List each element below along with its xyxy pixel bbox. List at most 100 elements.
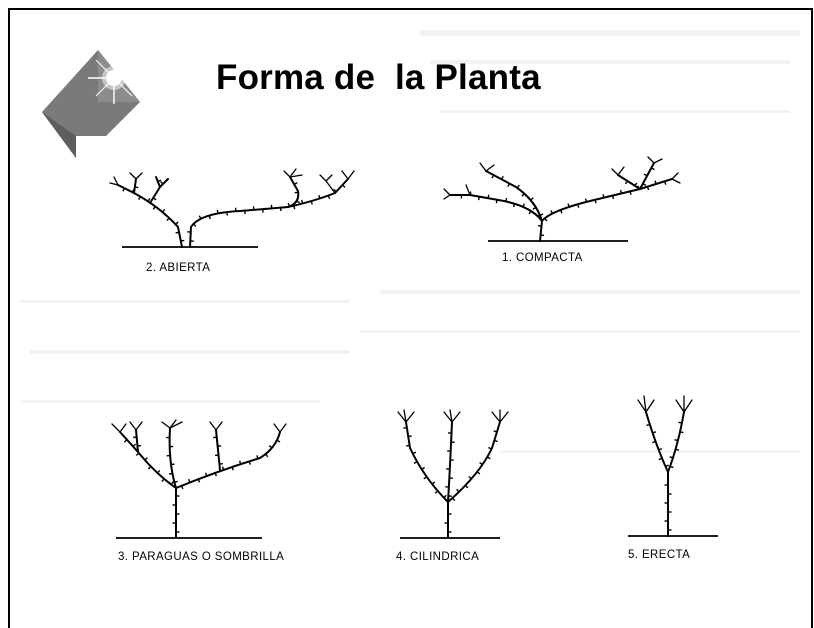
thorn-mark (152, 197, 157, 201)
thorn-mark (500, 175, 504, 180)
thorn-mark (296, 200, 300, 204)
plant-diagram-cilindrica (397, 409, 509, 539)
thorn-mark (268, 445, 273, 449)
thorn-mark (152, 206, 156, 210)
thorn-mark (443, 494, 447, 499)
thorn-mark (624, 180, 628, 185)
thorn-mark (147, 466, 152, 470)
thorn-mark (208, 215, 211, 220)
thorn-mark (505, 197, 508, 202)
thorn-mark (512, 203, 516, 208)
thorn-mark (434, 490, 439, 494)
thorn-mark (539, 213, 544, 216)
plant-diagram-paraguas-o-sombrilla (111, 419, 287, 539)
thorn-mark (651, 167, 655, 171)
thorn-mark (197, 478, 201, 483)
thorn-mark (619, 189, 623, 194)
thorn-mark (476, 471, 481, 475)
thorn-mark (170, 481, 174, 485)
thorn-mark (301, 199, 304, 204)
thorn-mark (577, 204, 580, 208)
plant-diagram-compacta (443, 156, 681, 242)
thorn-mark (406, 444, 410, 447)
thorn-mark (488, 446, 492, 450)
thorn-mark (634, 182, 638, 187)
thorn-mark (147, 198, 151, 202)
thorn-mark (421, 466, 426, 470)
thorn-mark (652, 440, 656, 444)
thorn-mark (216, 209, 219, 214)
thorn-mark (256, 455, 259, 459)
thorn-mark (333, 188, 337, 193)
thorn-mark (408, 435, 412, 438)
thorn-mark (180, 485, 184, 490)
thorn-mark (204, 472, 208, 477)
thorn-mark (654, 180, 657, 185)
thorn-mark (293, 205, 296, 210)
thorn-mark (602, 194, 605, 198)
thorn-mark (658, 457, 663, 461)
thorn-mark (477, 196, 480, 201)
thorn-mark (180, 239, 185, 242)
thorn-mark (174, 480, 178, 483)
thorn-mark (187, 478, 191, 483)
thorn-mark (516, 184, 520, 189)
thorn-mark (479, 462, 483, 466)
thorn-mark (594, 199, 597, 204)
thorn-mark (214, 472, 218, 477)
thorn-mark (530, 197, 534, 201)
thorn-mark (544, 217, 548, 222)
page-title: Forma de la Planta (216, 58, 541, 97)
thorn-mark (486, 456, 491, 460)
thorn-mark (646, 423, 651, 427)
thorn-mark (431, 481, 436, 485)
thorn-mark (664, 181, 667, 185)
thorn-mark (423, 476, 428, 480)
thorn-mark (646, 186, 650, 191)
thorn-mark (495, 199, 498, 204)
diamond-star-logo-icon (42, 50, 144, 158)
thorn-mark (161, 478, 165, 482)
thorn-mark (248, 461, 251, 465)
thorn-mark (522, 203, 525, 208)
plant-diagram-erecta (628, 395, 718, 537)
thorn-mark (528, 210, 532, 215)
thorn-mark (669, 456, 674, 459)
thorn-mark (567, 203, 570, 208)
thorn-mark (532, 206, 537, 210)
thorn-mark (287, 202, 291, 207)
thorn-mark (175, 221, 179, 225)
thorn-mark (264, 453, 269, 458)
caption-abierta: 2. ABIERTA (146, 262, 211, 274)
thorn-mark (166, 217, 170, 222)
thorn-mark (507, 183, 511, 187)
thorn-mark (669, 465, 674, 469)
thorn-mark (584, 198, 588, 203)
thorn-mark (276, 439, 281, 443)
thorn-mark (494, 439, 498, 443)
thorn-mark (161, 208, 166, 213)
thorn-mark (135, 452, 140, 456)
thorn-mark (629, 191, 632, 195)
thorn-mark (652, 431, 657, 434)
thorn-mark (413, 461, 418, 464)
thorn-mark (658, 447, 663, 451)
thorn-mark (678, 421, 683, 424)
thorn-mark (675, 448, 680, 451)
thorn-mark (221, 466, 225, 471)
thorn-mark (493, 430, 498, 433)
thorn-mark (144, 457, 148, 461)
thorn-mark (192, 223, 197, 227)
thorn-mark (537, 213, 541, 217)
thorn-mark (550, 210, 554, 214)
thorn-mark (611, 195, 615, 200)
thorn-mark (198, 215, 202, 220)
thorn-mark (156, 469, 161, 474)
thorn-mark (560, 209, 563, 214)
thorn-mark (238, 460, 242, 465)
thorn-mark (464, 484, 469, 489)
thorn-mark (491, 174, 495, 179)
thorn-mark (468, 475, 472, 480)
thorn-mark (665, 464, 670, 468)
